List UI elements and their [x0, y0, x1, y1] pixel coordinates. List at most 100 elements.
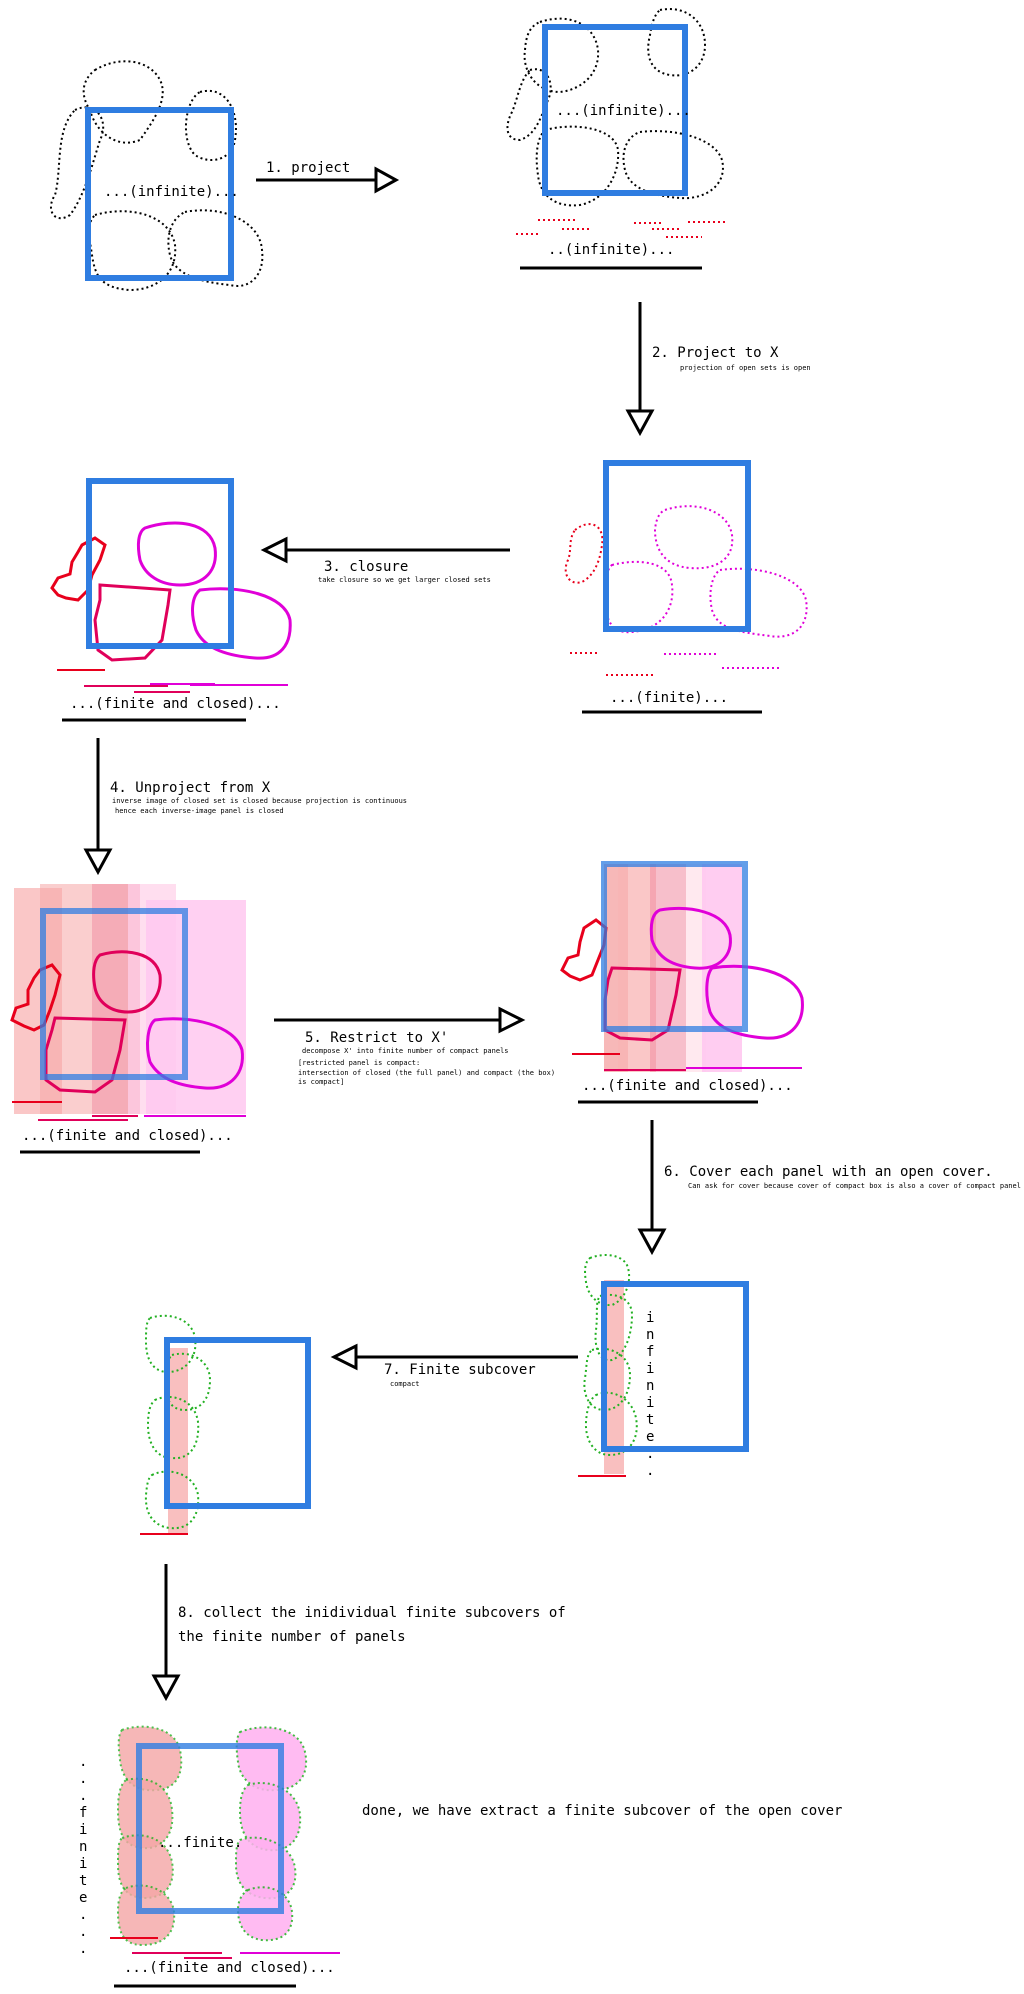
step-4-label: 4. Unproject from X [110, 780, 271, 796]
compact-box [164, 1337, 311, 1509]
vertical-caption-char: t [646, 1412, 654, 1428]
panel [604, 1280, 624, 1474]
stage-7-open-cover: infinite.. [578, 1254, 749, 1479]
open-set-blob [535, 125, 620, 207]
finite-closed-caption: ...(finite and closed)... [582, 1078, 793, 1094]
open-set-blob [116, 1777, 174, 1850]
step-5-note-4: is compact] [298, 1078, 344, 1086]
open-set-blob [709, 567, 808, 638]
open-set-blob [594, 1293, 634, 1362]
projected-infinite-caption: ..(infinite)... [548, 242, 674, 258]
step-3-label: 3. closure [324, 559, 408, 575]
compact-box [542, 24, 688, 196]
stage-9-collected: ...finite. ...(finite and closed)... ...… [79, 1725, 340, 1988]
vertical-caption-char: e [646, 1429, 654, 1445]
open-set-blob [88, 210, 177, 291]
vertical-caption-char: . [79, 1788, 87, 1804]
infinite-caption: ...(infinite)... [556, 103, 691, 119]
step-5-note-1: decompose X' into finite number of compa… [302, 1047, 509, 1055]
closed-set [10, 963, 62, 1032]
vertical-caption-char: n [646, 1378, 654, 1394]
open-set-blob [506, 68, 552, 141]
vertical-caption-char: i [79, 1856, 87, 1872]
finite-closed-caption: ...(finite and closed)... [70, 696, 281, 712]
closed-set [705, 964, 804, 1040]
open-set-blob [584, 1254, 631, 1307]
open-set-blob [146, 1396, 200, 1460]
vertical-caption-char: . [79, 1771, 87, 1787]
panel [168, 1348, 188, 1534]
compact-box [85, 107, 234, 281]
closed-set [50, 536, 107, 602]
vertical-caption-char: n [646, 1327, 654, 1343]
vertical-caption-char: i [646, 1395, 654, 1411]
vertical-caption-char: f [646, 1344, 654, 1360]
step-1-label: 1. project [266, 160, 350, 176]
step-5-note-3: intersection of closed (the full panel) … [298, 1069, 555, 1077]
vertical-caption-char: . [646, 1463, 654, 1479]
vertical-caption-char: f [79, 1805, 87, 1821]
open-set-blob [604, 560, 674, 634]
closed-set [146, 1017, 244, 1090]
compact-box [136, 1743, 284, 1914]
open-set-blob [622, 130, 724, 200]
vertical-caption-char: . [646, 1446, 654, 1462]
closed-set [560, 918, 608, 982]
arrow-step-1: 1. project [256, 160, 400, 194]
arrow-step-4: 4. Unproject from X inverse image of clo… [83, 738, 407, 876]
stage-6-restricted: ...(finite and closed)... [560, 861, 804, 1104]
stage-5-panels: ...(finite and closed)... [10, 884, 246, 1154]
compact-box [601, 1281, 749, 1452]
step-2-label: 2. Project to X [652, 345, 779, 361]
compact-box [603, 460, 751, 632]
step-7-label: 7. Finite subcover [384, 1362, 536, 1378]
arrow-step-8: 8. collect the inidividual finite subcov… [151, 1564, 566, 1702]
finite-vertical-caption: ...finite... [79, 1754, 87, 1957]
arrow-step-5: 5. Restrict to X' decompose X' into fini… [274, 1006, 555, 1086]
step-4-note-2: hence each inverse-image panel is closed [115, 807, 284, 815]
arrow-step-2: 2. Project to X projection of open sets … [625, 302, 811, 437]
vertical-caption-char: . [79, 1924, 87, 1940]
step-8-label-1: 8. collect the inidividual finite subcov… [178, 1605, 566, 1621]
done-text: done, we have extract a finite subcover … [362, 1803, 842, 1819]
vertical-caption-char: . [79, 1941, 87, 1957]
vertical-caption-char: i [646, 1361, 654, 1377]
open-set-blob [82, 60, 164, 144]
open-set-blob [564, 523, 604, 584]
closed-set [191, 587, 292, 660]
step-5-note-2: [restricted panel is compact: [298, 1059, 420, 1067]
compact-box [40, 908, 188, 1080]
compact-box [601, 861, 748, 1032]
stage-4-closure: ...(finite and closed)... [50, 478, 292, 722]
open-set-blob [584, 1391, 638, 1457]
infinite-caption: ...(infinite)... [104, 184, 239, 200]
vertical-caption-char: . [79, 1907, 87, 1923]
finite-inside-caption: ...finite. [158, 1835, 242, 1851]
step-6-label: 6. Cover each panel with an open cover. [664, 1164, 993, 1180]
vertical-caption-char: i [646, 1310, 654, 1326]
arrow-step-6: 6. Cover each panel with an open cover. … [637, 1120, 1021, 1256]
finite-closed-caption: ...(finite and closed)... [124, 1960, 335, 1976]
compact-box [86, 478, 234, 649]
closed-set [136, 521, 217, 587]
closed-set [93, 583, 172, 662]
step-8-label-2: the finite number of panels [178, 1629, 406, 1645]
open-set-blob [116, 1884, 176, 1947]
step-4-note-1: inverse image of closed set is closed be… [112, 797, 407, 805]
finite-closed-caption: ...(finite and closed)... [22, 1128, 233, 1144]
open-set-blob [653, 505, 734, 570]
finite-caption: ...(finite)... [610, 690, 728, 706]
closed-set [44, 1016, 127, 1094]
vertical-caption-char: e [79, 1890, 87, 1906]
arrow-step-7: 7. Finite subcover compact [330, 1343, 578, 1388]
step-6-note: Can ask for cover because cover of compa… [688, 1182, 1021, 1190]
step-3-note: take closure so we get larger closed set… [318, 576, 491, 584]
open-set-blob [647, 8, 706, 77]
infinite-vertical-caption: infinite.. [646, 1310, 654, 1479]
open-set-blob [238, 1782, 302, 1852]
closed-set [92, 950, 162, 1014]
open-set-blob [235, 1726, 308, 1792]
stage-3-finite-projection: ...(finite)... [564, 460, 808, 714]
stage-2-projected: ...(infinite)... ..(infinite)... [506, 8, 726, 270]
